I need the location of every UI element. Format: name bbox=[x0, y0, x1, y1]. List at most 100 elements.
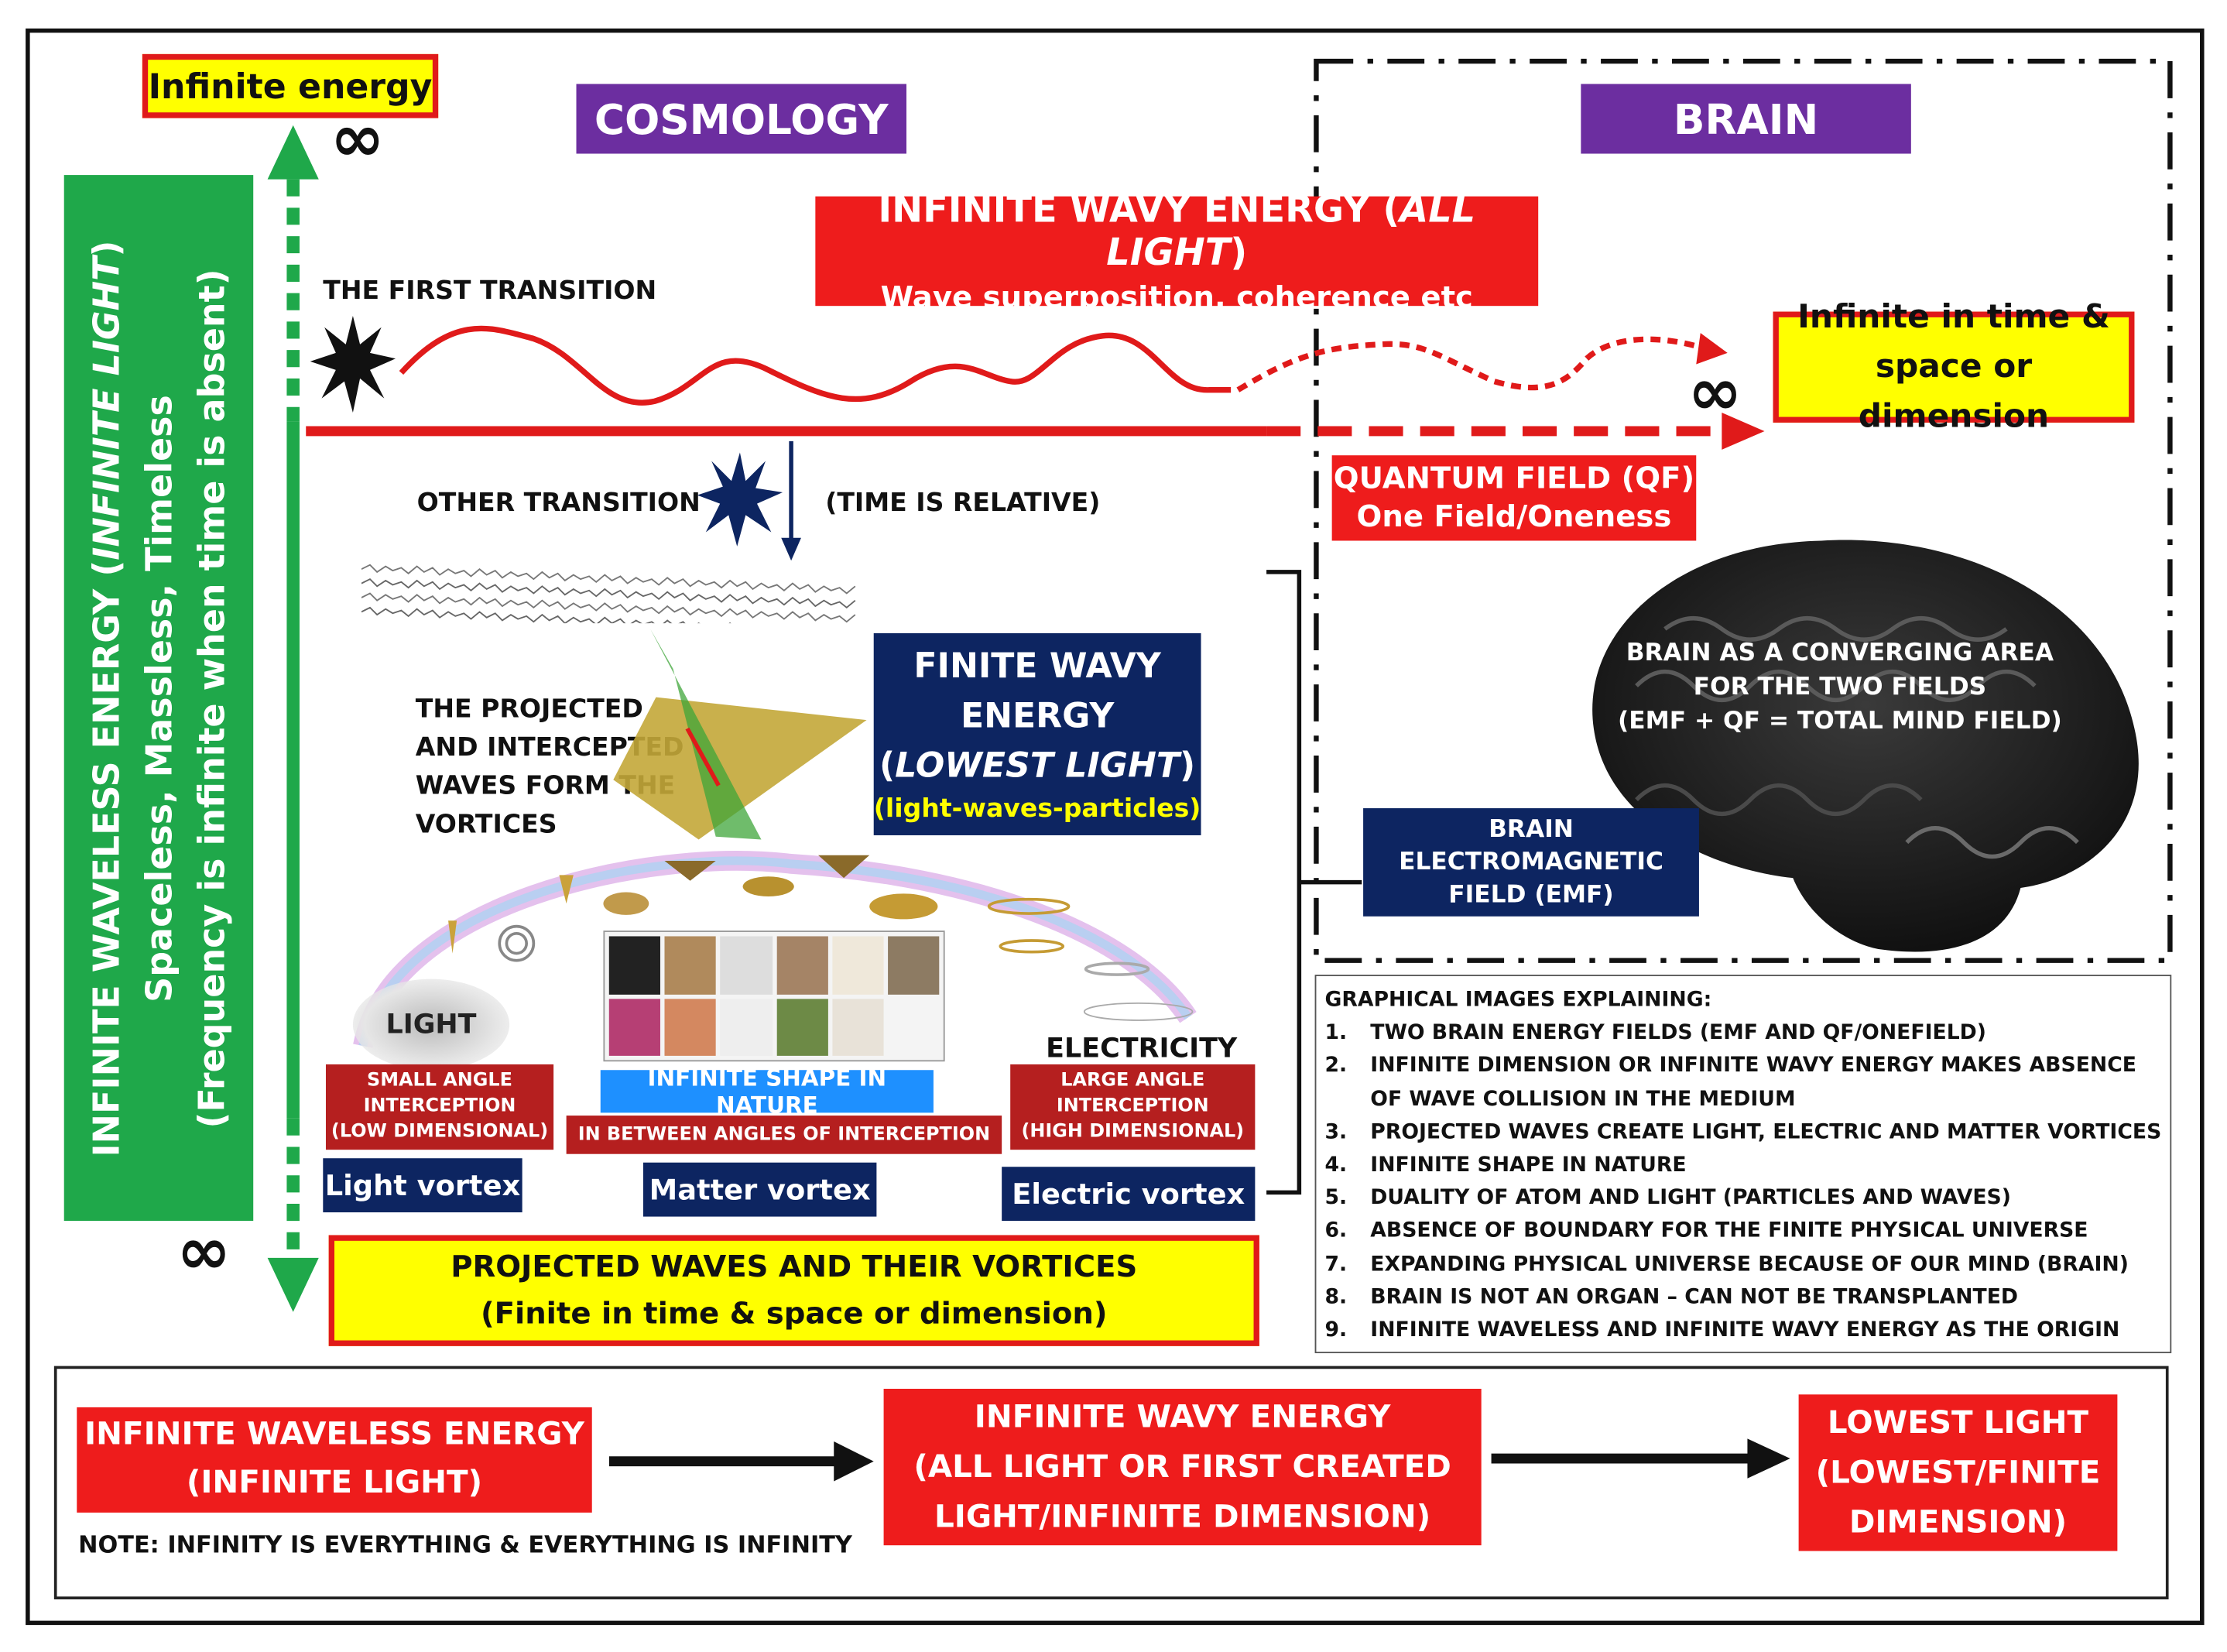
clam-photo bbox=[664, 998, 717, 1056]
quantum-field-line2: One Field/Oneness bbox=[1356, 499, 1672, 534]
light-vortex-label: Light vortex bbox=[323, 1158, 522, 1213]
explanation-item: 3.PROJECTED WAVES CREATE LIGHT, ELECTRIC… bbox=[1324, 1117, 2161, 1150]
small-angle-l2: INTERCEPTION bbox=[363, 1095, 516, 1117]
bottom-box3-l2: (LOWEST/FINITE bbox=[1815, 1455, 2101, 1491]
shell-photo bbox=[664, 936, 717, 994]
infinite-energy-text: Infinite energy bbox=[148, 66, 433, 106]
brain-region-border bbox=[1314, 58, 2173, 963]
infinite-in-time-box: Infinite in time & space or dimension bbox=[1773, 298, 2135, 435]
electric-vortex-text: Electric vortex bbox=[1012, 1177, 1245, 1212]
brain-emf-l3: FIELD (EMF) bbox=[1448, 879, 1614, 909]
green-double-arrow bbox=[267, 125, 319, 1312]
finite-wavy-l3-em: LOWEST LIGHT bbox=[895, 745, 1180, 785]
infinite-waveless-bar: INFINITE WAVELESS ENERGY (INFINITE LIGHT… bbox=[63, 175, 254, 1222]
conch-photo bbox=[831, 936, 884, 994]
in-between-text: IN BETWEEN ANGLES OF INTERCEPTION bbox=[577, 1124, 991, 1146]
eeg-waves-image bbox=[361, 564, 856, 624]
brain-image bbox=[1592, 540, 2139, 952]
bottom-frame bbox=[53, 1366, 2169, 1600]
explanation-item-text: INFINITE DIMENSION OR INFINITE WAVY ENER… bbox=[1370, 1054, 2137, 1078]
light-label: LIGHT bbox=[385, 1009, 477, 1040]
bottom-box2-l1: INFINITE WAVY ENERGY bbox=[974, 1399, 1391, 1435]
infinity-symbol-bottom: ∞ bbox=[176, 1212, 231, 1290]
outer-frame bbox=[26, 28, 2205, 1626]
cosmology-header-text: COSMOLOGY bbox=[594, 94, 889, 143]
brain-converging-l3: (EMF + QF = TOTAL MIND FIELD) bbox=[1618, 707, 2062, 736]
brain-emf-box: BRAIN ELECTROMAGNETIC FIELD (EMF) bbox=[1363, 808, 1699, 917]
finite-wavy-energy-box: FINITE WAVY ENERGY (LOWEST LIGHT) (light… bbox=[873, 632, 1201, 835]
blank-photo bbox=[887, 998, 940, 1056]
infinite-waveless-bar-text: INFINITE WAVELESS ENERGY (INFINITE LIGHT… bbox=[80, 175, 238, 1221]
bottom-box1-l1: INFINITE WAVELESS ENERGY bbox=[84, 1417, 584, 1453]
rose-photo bbox=[608, 998, 661, 1056]
brain-header: BRAIN bbox=[1581, 84, 1911, 154]
nature-photo-grid bbox=[603, 931, 945, 1062]
finite-wavy-l3-pre: ( bbox=[879, 745, 896, 785]
explanation-item-text: ABSENCE OF BOUNDARY FOR THE FINITE PHYSI… bbox=[1370, 1220, 2088, 1243]
matter-vortex-label: Matter vortex bbox=[642, 1162, 877, 1217]
finite-wavy-l3-end: ) bbox=[1180, 745, 1196, 785]
explanation-item-text: DUALITY OF ATOM AND LIGHT (PARTICLES AND… bbox=[1370, 1187, 2011, 1210]
fern-photo bbox=[776, 998, 828, 1056]
other-transition-label: OTHER TRANSITION bbox=[416, 488, 701, 519]
bar-line3: (Frequency is infinite when time is abse… bbox=[190, 268, 232, 1128]
infinite-time-line2: space or dimension bbox=[1858, 348, 2050, 435]
projected-text-l1: THE PROJECTED bbox=[415, 694, 643, 725]
explanation-item: 1.TWO BRAIN ENERGY FIELDS (EMF AND QF/ON… bbox=[1324, 1018, 2161, 1051]
infinite-wavy-title-end: ) bbox=[1230, 231, 1248, 274]
bottom-box2-l2: (ALL LIGHT OR FIRST CREATED bbox=[913, 1449, 1451, 1486]
projected-waves-box: PROJECTED WAVES AND THEIR VORTICES (Fini… bbox=[328, 1235, 1259, 1346]
explanation-item-number bbox=[1324, 1084, 1370, 1117]
first-transition-label: THE FIRST TRANSITION bbox=[323, 276, 657, 307]
down-arrow bbox=[781, 440, 801, 561]
in-between-angles-box: IN BETWEEN ANGLES OF INTERCEPTION bbox=[566, 1116, 1002, 1154]
bar-line1: INFINITE WAVELESS ENERGY ( bbox=[85, 559, 127, 1157]
bottom-note: NOTE: INFINITY IS EVERYTHING & EVERYTHIN… bbox=[78, 1530, 852, 1558]
infinite-wavy-title-em: ALL LIGHT bbox=[1106, 188, 1476, 274]
matter-vortex-text: Matter vortex bbox=[649, 1172, 871, 1207]
infinite-wavy-subtitle: Wave superposition, coherence etc bbox=[880, 279, 1473, 314]
bottom-box3-l3: DIMENSION) bbox=[1848, 1504, 2068, 1541]
finite-wavy-l4: (light-waves-particles) bbox=[873, 793, 1201, 824]
electricity-label: ELECTRICITY bbox=[1046, 1033, 1238, 1064]
light-vortex-text: Light vortex bbox=[324, 1168, 521, 1203]
explanation-item-number: 6. bbox=[1324, 1220, 1348, 1243]
intersecting-planes-image bbox=[613, 629, 867, 840]
explanation-item-text: INFINITE WAVELESS AND INFINITE WAVY ENER… bbox=[1370, 1318, 2120, 1342]
explanation-item: 7.EXPANDING PHYSICAL UNIVERSE BECAUSE OF… bbox=[1324, 1249, 2161, 1282]
bottom-box1-l2: (INFINITE LIGHT) bbox=[186, 1465, 483, 1502]
bar-line2: Spaceless, Massless, Timeless bbox=[138, 394, 180, 1002]
fossil-photo bbox=[776, 936, 828, 994]
embryo-photo bbox=[720, 998, 773, 1056]
explanation-item-text: OF WAVE COLLISION IN THE MEDIUM bbox=[1370, 1088, 1796, 1111]
light-glow: LIGHT bbox=[352, 979, 510, 1071]
small-angle-box: SMALL ANGLE INTERCEPTION (LOW DIMENSIONA… bbox=[325, 1064, 554, 1150]
finite-wavy-l1: FINITE WAVY bbox=[913, 645, 1161, 686]
right-bracket bbox=[1266, 570, 1362, 1195]
explanation-item-number: 4. bbox=[1324, 1153, 1348, 1177]
horn-photo bbox=[831, 998, 884, 1056]
explanation-item-number: 7. bbox=[1324, 1253, 1348, 1277]
explanation-item: 4.INFINITE SHAPE IN NATURE bbox=[1324, 1150, 2161, 1183]
bottom-arrow-1 bbox=[608, 1441, 874, 1482]
other-transition-starburst-icon bbox=[697, 452, 783, 547]
brain-converging-l1: BRAIN AS A CONVERGING AREA bbox=[1626, 639, 2054, 668]
wave-and-axis bbox=[306, 325, 1765, 450]
finite-wavy-l2: ENERGY bbox=[960, 694, 1115, 735]
brain-emf-l2: ELECTROMAGNETIC bbox=[1399, 847, 1663, 876]
infinity-symbol-right: ∞ bbox=[1687, 352, 1742, 430]
small-angle-l3: (LOW DIMENSIONAL) bbox=[331, 1121, 549, 1143]
infinite-shape-label: INFINITE SHAPE IN NATURE bbox=[600, 1064, 934, 1119]
bar-line1-em: INFINITE LIGHT bbox=[85, 255, 127, 560]
explanation-item-text: TWO BRAIN ENERGY FIELDS (EMF AND QF/ONEF… bbox=[1370, 1022, 1987, 1045]
bottom-box2-l3: LIGHT/INFINITE DIMENSION) bbox=[934, 1499, 1431, 1535]
infinite-wavy-energy-box: INFINITE WAVY ENERGY (ALL LIGHT) Wave su… bbox=[815, 189, 1539, 314]
large-angle-l3: (HIGH DIMENSIONAL) bbox=[1021, 1121, 1245, 1143]
egg-photo bbox=[720, 936, 773, 994]
bottom-box-infinite-wavy: INFINITE WAVY ENERGY (ALL LIGHT OR FIRST… bbox=[883, 1388, 1482, 1546]
bark-photo bbox=[887, 936, 940, 994]
brain-converging-l2: FOR THE TWO FIELDS bbox=[1693, 673, 1987, 702]
explanation-item: 9.INFINITE WAVELESS AND INFINITE WAVY EN… bbox=[1324, 1314, 2161, 1348]
bottom-arrow-2 bbox=[1491, 1438, 1790, 1479]
